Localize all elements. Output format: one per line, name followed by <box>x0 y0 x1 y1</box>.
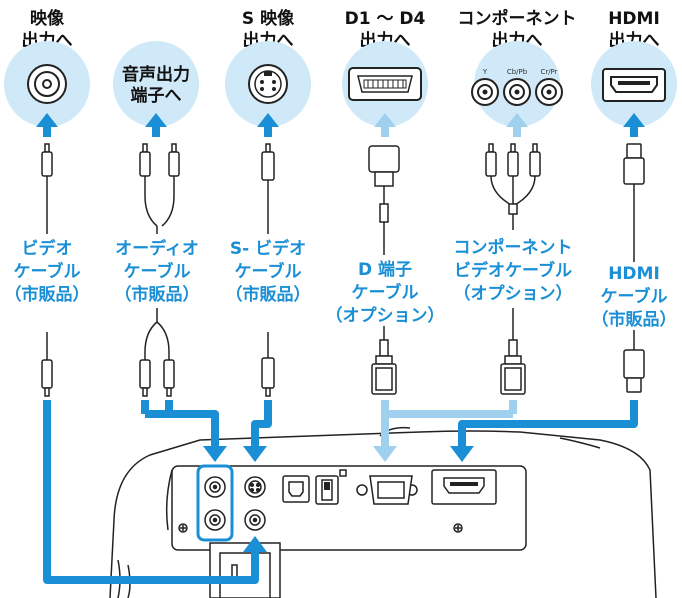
video-in-jack-icon <box>244 509 266 531</box>
projector-ports <box>196 464 497 542</box>
hdmi-cable-label-3: （市販品） <box>592 309 677 330</box>
svideo-cable-icon <box>261 143 275 397</box>
d-terminal-cable-icon <box>368 145 400 395</box>
svideo-out-label-1: S 映像 <box>242 8 295 29</box>
component-cable-label-2: ビデオケーブル <box>454 260 572 281</box>
arrow-up-icon <box>623 113 645 137</box>
up-arrows <box>36 113 645 137</box>
hdmi-out-label-1: HDMI <box>608 9 660 29</box>
routing-arrows <box>43 400 638 584</box>
svideo-jack-icon <box>248 64 288 104</box>
audio-cable-label-1: オーディオ <box>115 238 199 259</box>
component-jack-cb-label: Cb/Pb <box>507 68 528 76</box>
svideo-in-jack-icon <box>244 476 266 498</box>
video-cable-label-3: （市販品） <box>5 284 90 305</box>
vga-port-icon <box>356 475 418 505</box>
d1d4-out-label-1: D1 ～ D4 <box>345 9 426 29</box>
usb-b-port-icon <box>282 475 310 503</box>
component-cable-icon <box>485 143 541 395</box>
arrow-up-icon <box>257 113 279 137</box>
arrow-up-icon <box>36 113 58 137</box>
audio-cable-label-2: ケーブル <box>124 261 191 282</box>
component-out-label-1: コンポーネント <box>458 8 577 29</box>
audio-cable-label-3: （市販品） <box>115 284 200 305</box>
audio-in-jack-icon <box>204 476 226 531</box>
video-cable-label-1: ビデオ <box>22 238 73 259</box>
usb-a-port-icon <box>315 475 339 505</box>
svideo-cable-label-2: ケーブル <box>235 261 302 282</box>
audio-out-label-2: 端子へ <box>131 85 182 106</box>
cable-labels: ビデオ ケーブル （市販品） オーディオ ケーブル （市販品） S- ビデオ ケ… <box>5 237 677 330</box>
svideo-cable-label-3: （市販品） <box>226 284 311 305</box>
component-jack-cr-label: Cr/Pr <box>540 68 557 76</box>
d1d4-cable-label-3: （オプション） <box>326 305 445 326</box>
hdmi-jack-icon <box>602 68 666 102</box>
component-cable-label-3: （オプション） <box>454 283 573 304</box>
arrow-up-icon <box>145 113 167 137</box>
video-cable-label-2: ケーブル <box>14 261 81 282</box>
source-connectors: 音声出力 端子へ <box>4 41 677 127</box>
component-cable-label-1: コンポーネント <box>454 237 573 258</box>
cable-illustrations <box>41 143 645 397</box>
audio-circle <box>113 41 199 127</box>
component-jack-y-label: Y <box>482 68 488 76</box>
d-terminal-jack-icon <box>348 67 422 101</box>
video-cable-icon <box>41 143 53 397</box>
audio-out-label-1: 音声出力 <box>122 64 190 85</box>
hdmi-in-port-icon <box>431 469 497 505</box>
hdmi-cable-label-1: HDMI <box>608 264 660 284</box>
hdmi-cable-icon <box>623 143 645 393</box>
arrow-up-icon <box>506 113 528 137</box>
d1d4-cable-label-2: ケーブル <box>352 282 419 303</box>
rca-jack-icon <box>27 64 67 104</box>
component-jacks-icon <box>471 78 563 106</box>
video-out-label-1: 映像 <box>30 8 65 29</box>
arrow-up-icon <box>374 113 396 137</box>
audio-cable-icon <box>139 143 180 397</box>
svideo-cable-label-1: S- ビデオ <box>230 238 306 259</box>
top-labels: 映像 出力へ S 映像 出力へ D1 ～ D4 出力へ コンポーネント 出力へ … <box>22 8 660 51</box>
hdmi-cable-label-2: ケーブル <box>601 286 668 307</box>
d1d4-cable-label-1: D 端子 <box>358 259 412 280</box>
